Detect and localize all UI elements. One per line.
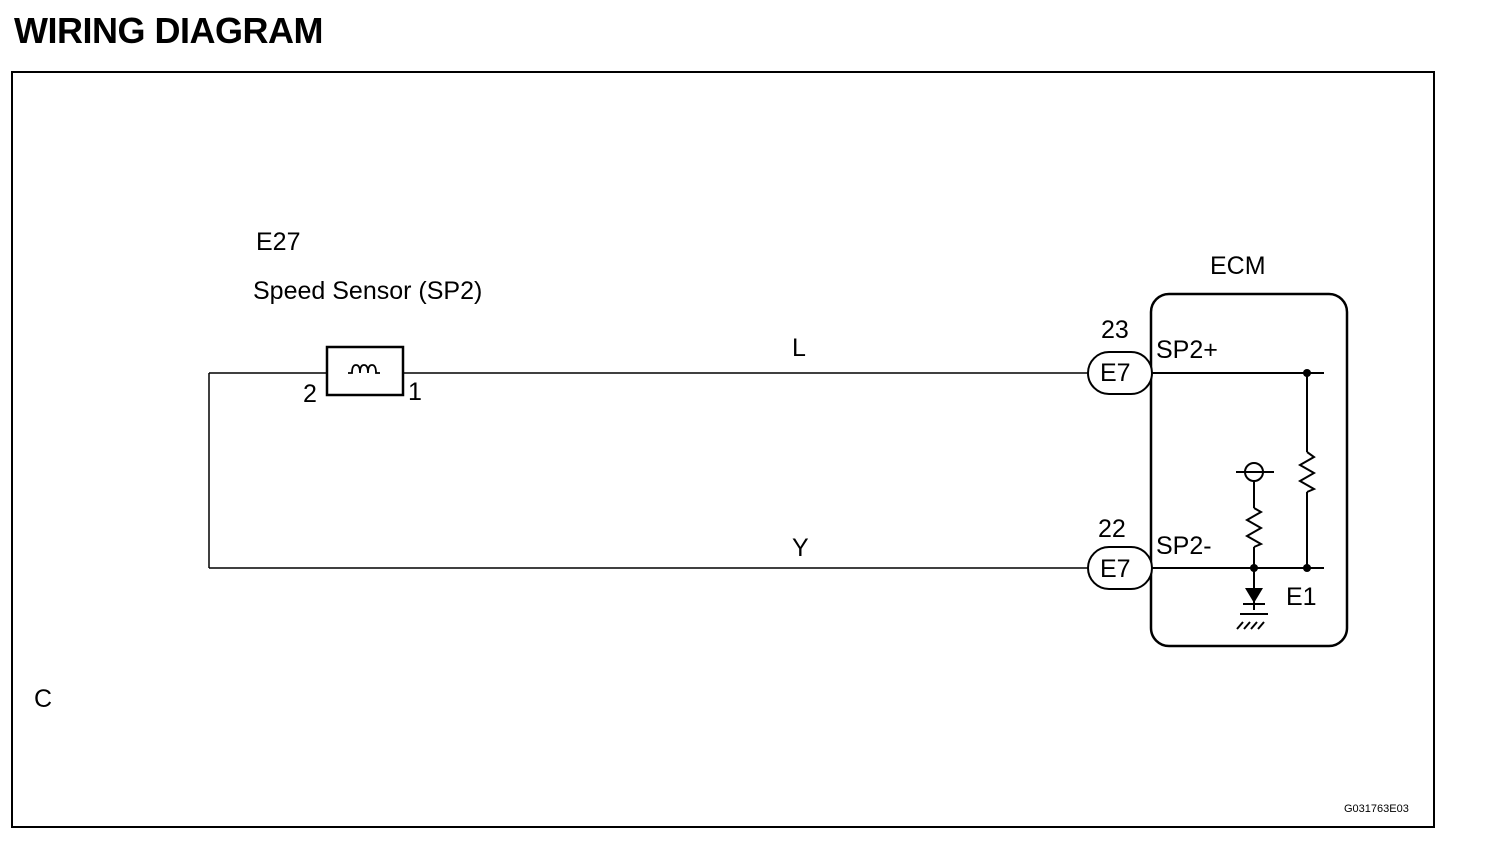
e1-ground-label: E1 [1286,583,1317,611]
junction-dot [1303,369,1311,377]
sensor-name-label: Speed Sensor (SP2) [253,277,482,305]
page-title: WIRING DIAGRAM [14,10,323,51]
pullup-resistor-icon [1244,507,1264,548]
ecm-label: ECM [1210,252,1266,280]
wire-l-color-label: L [792,334,806,362]
sensor-pin-2-label: 2 [303,380,317,408]
speed-sensor-component [325,345,405,397]
pin-23-label: 23 [1101,316,1129,344]
sp2-plus-label: SP2+ [1156,336,1218,364]
ecm-box [1149,292,1349,648]
connector-e7-bottom-label: E7 [1100,555,1131,583]
wire-y-color-label: Y [792,534,809,562]
coil-icon [348,364,380,374]
diode-icon [1245,588,1263,603]
connector-e7-pin-23: E7 [1087,351,1153,395]
junction-dot [1250,564,1258,572]
sp2-minus-label: SP2- [1156,532,1212,560]
sensor-connector-label: E27 [256,228,300,256]
figure-code: G031763E03 [1344,803,1409,815]
sensor-pin-1-label: 1 [408,378,422,406]
corner-letter: C [34,685,52,713]
connector-e7-top-label: E7 [1100,359,1131,387]
resistor-icon [1297,451,1317,493]
junction-dot [1303,564,1311,572]
diagram-frame [11,71,1435,828]
wire-harness [208,372,1088,569]
pin-22-label: 22 [1098,515,1126,543]
connector-e7-pin-22: E7 [1087,546,1153,590]
